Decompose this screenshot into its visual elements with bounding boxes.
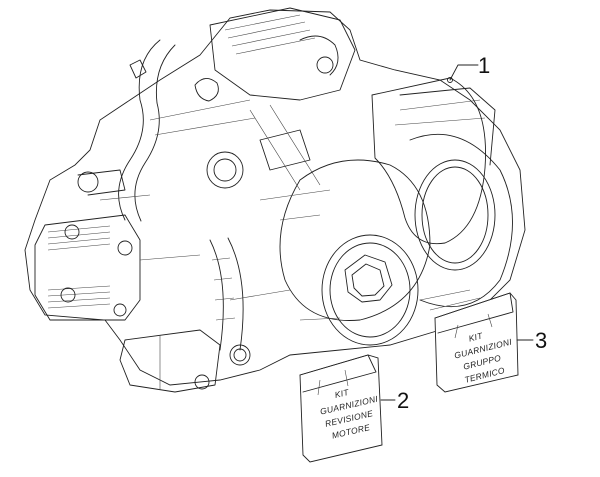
kit-3-line-1: KIT (468, 330, 485, 343)
callout-number-1: 1 (478, 53, 491, 78)
engine-assembly (24, 7, 526, 393)
kit-2-line-1: KIT (334, 387, 351, 400)
callout-number-2: 2 (397, 388, 410, 413)
callout-number-3: 3 (535, 328, 548, 353)
gasket-kit-bag-2: KIT GUARNIZIONI REVISIONE MOTORE (299, 354, 396, 463)
gasket-kit-bag-3: KIT GUARNIZIONI GRUPPO TERMICO (434, 292, 534, 393)
callout-1-leader (449, 64, 479, 81)
